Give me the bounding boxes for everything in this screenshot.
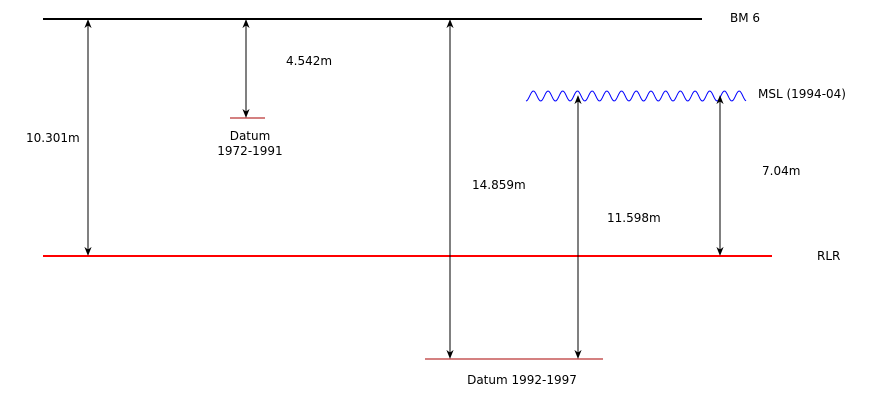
bm6-label: BM 6 [730, 11, 760, 25]
msl-to-datum-1992-distance: 11.598m [607, 211, 661, 225]
datum-1972-1991-label-line1: Datum [230, 129, 271, 143]
datum-1992-1997-label: Datum 1992-1997 [467, 373, 577, 387]
msl-to-rlr-distance: 7.04m [762, 164, 800, 178]
msl-wave-line [525, 90, 747, 102]
msl-label: MSL (1994-04) [758, 87, 846, 101]
rlr-label: RLR [817, 249, 840, 263]
bm6-to-datum-1992-distance: 14.859m [472, 178, 526, 192]
bm6-to-datum-1972-distance: 4.542m [286, 54, 332, 68]
datum-1972-1991-label-line2: 1972-1991 [217, 144, 282, 158]
bm6-to-rlr-distance: 10.301m [26, 131, 80, 145]
